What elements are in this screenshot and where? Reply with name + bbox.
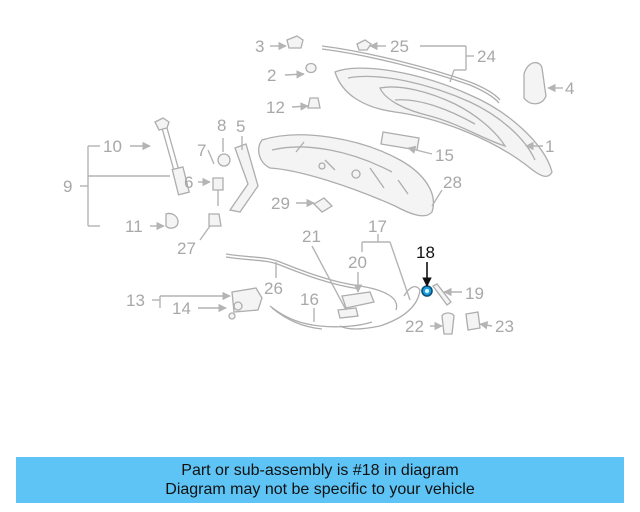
callout-14: 14 <box>172 299 191 318</box>
part-18[interactable] <box>421 285 433 297</box>
callout-28: 28 <box>443 173 462 192</box>
strut-ball-top <box>154 117 170 131</box>
part-19 <box>432 283 452 306</box>
fasteners <box>286 35 547 109</box>
callout-8: 8 <box>217 116 226 135</box>
callout-16: 16 <box>300 290 319 309</box>
banner-line-part: Part or sub-assembly is #18 in diagram <box>181 462 459 479</box>
info-banner: Part or sub-assembly is #18 in diagram D… <box>16 457 624 503</box>
hood-panel <box>334 67 553 178</box>
callout-4: 4 <box>565 79 574 98</box>
banner-line-disclaimer: Diagram may not be specific to your vehi… <box>165 481 475 498</box>
callout-15: 15 <box>435 146 454 165</box>
callout-24: 24 <box>477 47 496 66</box>
part-23 <box>465 311 481 331</box>
callout-labels: 1 2 3 4 5 6 7 8 9 10 11 12 13 14 15 16 1… <box>63 37 574 336</box>
callout-21: 21 <box>302 227 321 246</box>
parts-diagram: 1 2 3 4 5 6 7 8 9 10 11 12 13 14 15 16 1… <box>63 35 574 336</box>
leader-lines <box>80 41 563 331</box>
bumper-29 <box>312 197 334 213</box>
callout-11: 11 <box>125 217 143 236</box>
hood-strut <box>154 117 190 229</box>
callout-26: 26 <box>264 279 283 298</box>
insulator-pad <box>258 134 434 217</box>
prop-rod-grommet-4 <box>523 62 547 105</box>
hood-latch <box>228 287 263 320</box>
callout-29: 29 <box>271 194 290 213</box>
callout-10: 10 <box>103 137 122 156</box>
release-cable <box>225 253 421 330</box>
callout-27: 27 <box>177 239 196 258</box>
bumper-27 <box>208 213 222 227</box>
callout-22: 22 <box>405 317 424 336</box>
bracket-15 <box>380 131 420 151</box>
hood-hinge <box>208 143 259 227</box>
callout-7: 7 <box>197 141 206 160</box>
callout-13: 13 <box>126 291 145 310</box>
callout-3: 3 <box>255 37 264 56</box>
callout-12: 12 <box>266 98 285 117</box>
seal-clip <box>356 39 372 51</box>
callout-19: 19 <box>465 284 484 303</box>
callout-18: 18 <box>416 243 435 262</box>
part-22 <box>441 312 455 335</box>
strut-clip <box>165 212 179 229</box>
callout-1: 1 <box>545 137 554 156</box>
callout-23: 23 <box>495 317 514 336</box>
callout-2: 2 <box>267 66 276 85</box>
callout-9: 9 <box>63 177 72 196</box>
callout-5: 5 <box>236 117 245 136</box>
callout-20: 20 <box>348 253 367 272</box>
callout-17: 17 <box>368 217 387 236</box>
hinge-bolt <box>217 153 231 167</box>
callout-25: 25 <box>390 37 409 56</box>
callout-6: 6 <box>184 173 193 192</box>
hood-seal <box>321 39 501 104</box>
release-handle <box>337 291 375 319</box>
